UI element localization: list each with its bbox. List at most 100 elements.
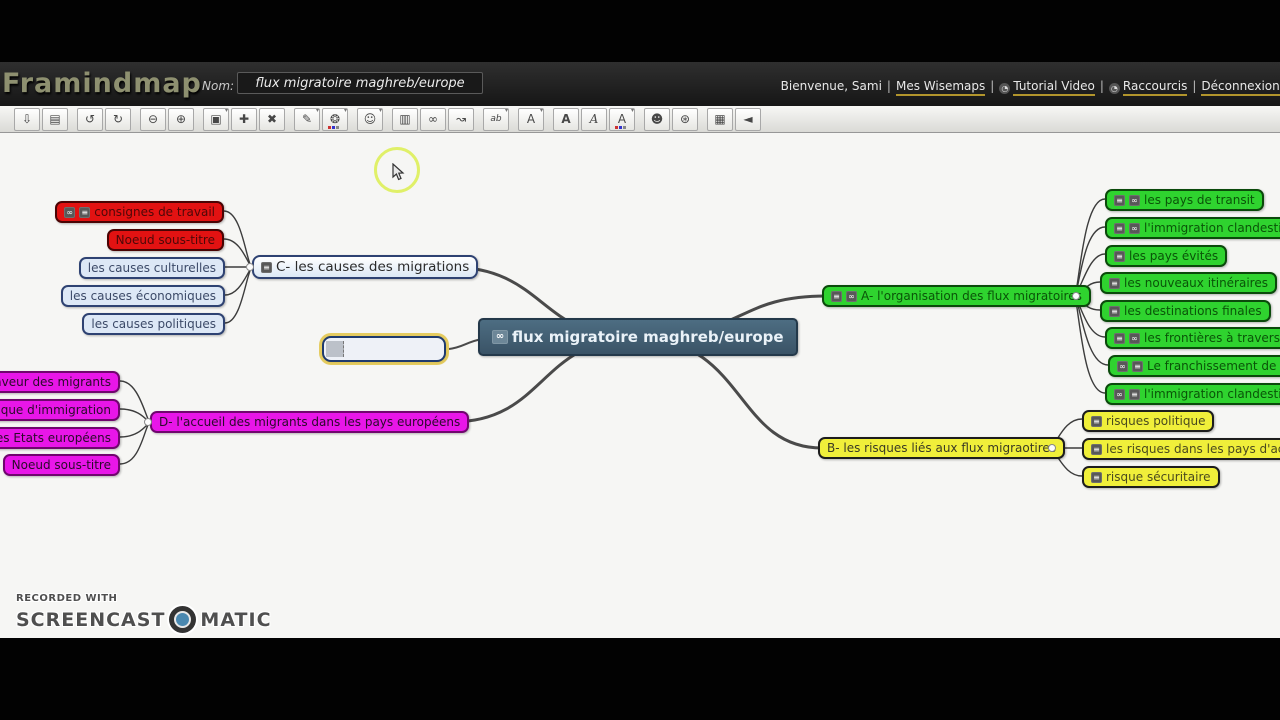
note-icon[interactable]: ≡ xyxy=(79,206,91,218)
link-tutorial-video[interactable]: Tutorial Video xyxy=(1013,79,1095,96)
collapse-dot-d[interactable] xyxy=(144,418,152,426)
mindmap-canvas[interactable]: ∞ flux migratoire maghreb/europe ≡ C- le… xyxy=(0,133,1280,638)
cursor-highlight xyxy=(374,147,420,193)
watermark-recorded-text: RECORDED WITH xyxy=(16,593,118,604)
link-button[interactable]: ∞ xyxy=(420,107,446,131)
topic-shape-button[interactable]: ▣▾ xyxy=(203,106,229,131)
topic-destinations-finales[interactable]: ≡ les destinations finales xyxy=(1100,300,1271,322)
map-name-input[interactable] xyxy=(237,72,483,94)
note-icon[interactable]: ≡ xyxy=(1114,332,1125,344)
publish-button[interactable]: ⊛ xyxy=(672,107,698,131)
link-icon[interactable]: ∞ xyxy=(64,206,76,218)
video-icon: ◔ xyxy=(999,83,1011,94)
topic-causes-economiques[interactable]: les causes économiques xyxy=(60,285,225,307)
note-icon[interactable]: ≡ xyxy=(1129,388,1140,400)
topic-branch-d[interactable]: D- l'accueil des migrants dans les pays … xyxy=(150,411,470,433)
topic-icon-button[interactable]: ☺▾ xyxy=(357,107,383,131)
topic-text-editor[interactable] xyxy=(322,336,446,362)
note-icon[interactable]: ≡ xyxy=(831,290,842,302)
fill-color-button[interactable]: ❂▾ xyxy=(322,107,348,131)
note-icon[interactable]: ≡ xyxy=(1114,250,1125,262)
topic-faveur-migrants[interactable]: en faveur des migrants xyxy=(0,371,120,393)
text-selection-block xyxy=(326,341,344,357)
topic-pays-transit[interactable]: ≡ ∞ les pays de transit xyxy=(1105,189,1264,211)
note-icon[interactable]: ≡ xyxy=(1132,360,1143,372)
history-button[interactable]: ◄ xyxy=(735,107,761,131)
collapse-dot-c[interactable] xyxy=(246,263,254,271)
link-mes-wisemaps[interactable]: Mes Wisemaps xyxy=(895,79,986,96)
topic-pays-evites[interactable]: ≡ les pays évités xyxy=(1105,245,1228,267)
topic-risques-pays-accueil[interactable]: ≡ les risques dans les pays d'accueil xyxy=(1082,438,1280,460)
zoom-out-button[interactable]: ⊖ xyxy=(140,107,166,131)
topic-politique-immigration[interactable]: politique d'immigration xyxy=(0,399,120,421)
print-button[interactable]: ▤ xyxy=(42,107,68,131)
topic-franchissement-melilla[interactable]: ∞ ≡ Le franchissement de Melilla xyxy=(1108,355,1280,377)
link-icon[interactable]: ∞ xyxy=(1117,360,1128,372)
link-icon[interactable]: ∞ xyxy=(1114,388,1125,400)
delete-topic-button[interactable]: ✖ xyxy=(259,107,285,131)
chevron-down-icon: ▾ xyxy=(224,106,228,114)
topic-immigration-clandestine-1[interactable]: ≡ ∞ l'immigration clandestine vue p xyxy=(1105,217,1280,239)
link-icon[interactable]: ∞ xyxy=(1129,194,1140,206)
color-dots xyxy=(328,125,339,129)
redo-button[interactable]: ↻ xyxy=(105,107,131,131)
note-icon[interactable]: ≡ xyxy=(1091,443,1102,455)
chevron-down-icon: ▾ xyxy=(630,106,634,114)
save-button[interactable]: ⇩ xyxy=(14,107,40,131)
topic-frontieres-traverser[interactable]: ≡ ∞ les frontières à traverser xyxy=(1105,327,1280,349)
letterbox-bottom xyxy=(0,638,1280,720)
chevron-down-icon: ▾ xyxy=(504,106,508,114)
topic-noeud-sous-titre-d[interactable]: Noeud sous-titre xyxy=(2,454,120,476)
link-icon[interactable]: ∞ xyxy=(1129,222,1140,234)
topic-risque-securitaire[interactable]: ≡ risque sécuritaire xyxy=(1082,466,1220,488)
link-deconnexion[interactable]: Déconnexions xyxy=(1201,79,1280,96)
font-color-button[interactable]: A▾ xyxy=(609,106,635,131)
topic-causes-culturelles[interactable]: les causes culturelles xyxy=(78,257,225,279)
note-icon[interactable]: ≡ xyxy=(1091,471,1102,483)
link-icon[interactable]: ∞ xyxy=(1129,332,1140,344)
topic-branch-c[interactable]: ≡ C- les causes des migrations xyxy=(252,255,479,279)
screencast-o-matic-logo-icon xyxy=(169,606,197,633)
italic-button[interactable]: A xyxy=(581,107,607,131)
center-topic-label: flux migratoire maghreb/europe xyxy=(512,328,784,346)
note-icon[interactable]: ≡ xyxy=(1109,305,1120,317)
topic-etats-europeens[interactable]: dans les Etats européens xyxy=(0,427,120,449)
border-color-button[interactable]: ✎▾ xyxy=(294,107,320,131)
bold-button[interactable]: A xyxy=(553,107,579,131)
undo-button[interactable]: ↺ xyxy=(77,107,103,131)
collapse-dot-a[interactable] xyxy=(1072,292,1080,300)
note-button[interactable]: ▥ xyxy=(392,107,418,131)
topic-branch-a[interactable]: ≡ ∞ A- l'organisation des flux migratoir… xyxy=(822,285,1091,307)
note-icon[interactable]: ≡ xyxy=(1114,222,1125,234)
export-button[interactable]: ▦ xyxy=(707,107,733,131)
note-icon[interactable]: ≡ xyxy=(1091,415,1102,427)
note-icon[interactable]: ≡ xyxy=(1114,194,1125,206)
note-icon[interactable]: ≡ xyxy=(1109,277,1120,289)
watermark-brand-right: MATIC xyxy=(200,608,272,631)
topic-immigration-clandestine-2[interactable]: ∞ ≡ l'immigration clandestine vue p xyxy=(1105,383,1280,405)
link-icon[interactable]: ∞ xyxy=(492,330,508,344)
mouse-cursor-icon xyxy=(392,163,405,181)
topic-causes-politiques[interactable]: les causes politiques xyxy=(82,313,225,335)
color-dots xyxy=(615,125,626,129)
spellcheck-button[interactable]: ab▾ xyxy=(483,106,509,131)
topic-branch-b[interactable]: B- les risques liés aux flux migraotires xyxy=(818,437,1066,459)
shortcuts-icon: ◔ xyxy=(1108,83,1120,94)
topic-risques-politique[interactable]: ≡ risques politique xyxy=(1082,410,1215,432)
collapse-dot-b[interactable] xyxy=(1048,444,1056,452)
header-links: Bienvenue, Sami|Mes Wisemaps|◔Tutorial V… xyxy=(781,79,1280,96)
topic-noeud-sous-titre-c[interactable]: Noeud sous-titre xyxy=(106,229,224,251)
toolbar: ⇩ ▤ ↺ ↻ ⊖ ⊕ ▣▾ ✚ ✖ ✎▾ ❂▾ ☺▾ ▥ ∞ ↝ ab▾ A▾… xyxy=(0,106,1280,133)
note-icon[interactable]: ≡ xyxy=(261,261,272,273)
relationship-button[interactable]: ↝ xyxy=(448,107,474,131)
topic-nouveaux-itineraires[interactable]: ≡ les nouveaux itinéraires xyxy=(1100,272,1277,294)
link-raccourcis[interactable]: Raccourcis xyxy=(1122,79,1188,96)
add-topic-button[interactable]: ✚ xyxy=(231,107,257,131)
topic-consignes[interactable]: ∞ ≡ consignes de travail xyxy=(55,201,224,223)
link-icon[interactable]: ∞ xyxy=(846,290,857,302)
center-topic[interactable]: ∞ flux migratoire maghreb/europe xyxy=(478,318,798,356)
app-logo[interactable]: Framindmap xyxy=(2,68,202,99)
zoom-in-button[interactable]: ⊕ xyxy=(168,107,194,131)
font-family-button[interactable]: A▾ xyxy=(518,107,544,131)
share-button[interactable]: ☻ xyxy=(644,107,670,131)
